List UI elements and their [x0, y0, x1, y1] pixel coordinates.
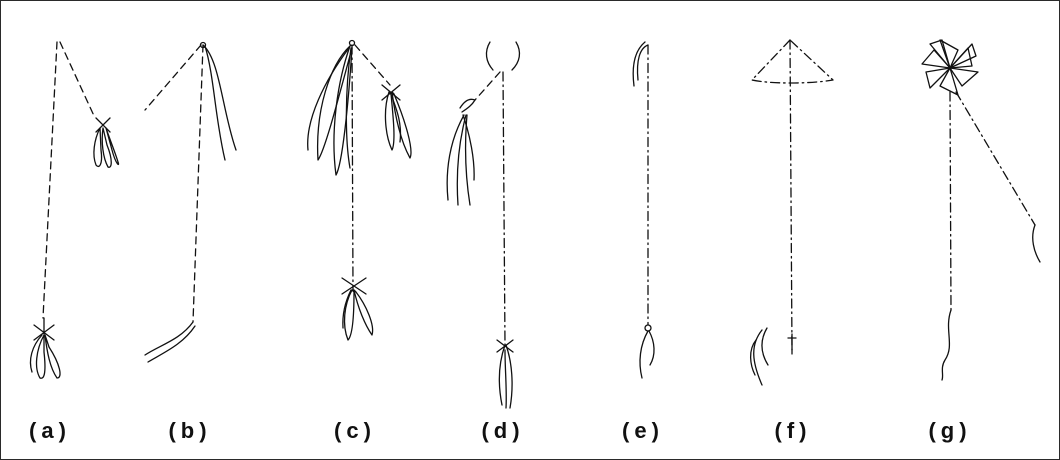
drawing-f-tip — [788, 334, 796, 354]
drawing-g-branch-end — [1033, 225, 1040, 262]
drawing-a-line-branch — [60, 42, 95, 118]
panel-label-d: (d) — [463, 418, 543, 444]
drawing-g-line-main — [950, 92, 951, 310]
panel-label-g: (g) — [910, 418, 990, 444]
drawing-e — [633, 42, 654, 378]
drawing-d-line-main — [503, 72, 505, 345]
drawing-f-canopy — [752, 40, 833, 83]
panel-label-b: (b) — [150, 418, 230, 444]
drawing-c-tassel-lower — [342, 278, 373, 340]
drawing-c-line-main — [352, 45, 353, 290]
drawing-c-tassel-right — [382, 85, 411, 158]
drawing-a-line-main — [43, 42, 57, 318]
drawing-d-arc-left — [486, 42, 493, 70]
drawing-c-plume-upper-left — [308, 46, 352, 175]
drawing-d-line-branch — [475, 72, 500, 100]
drawing-b — [145, 43, 236, 363]
drawing-b-line-left — [145, 45, 201, 110]
drawing-e-tail-1 — [640, 331, 648, 378]
drawing-b-foot-2 — [148, 326, 195, 362]
drawing-d-hook — [460, 99, 475, 112]
drawing-f-tuft-2 — [762, 328, 768, 365]
drawing-e-tail-2 — [649, 331, 654, 365]
drawing-g-pinwheel — [922, 40, 978, 95]
panel-label-f: (f) — [753, 418, 833, 444]
drawing-a-tassel-lower — [30, 318, 60, 378]
drawing-d — [447, 42, 519, 408]
drawing-c-line-branch — [355, 45, 390, 85]
drawing-f — [751, 40, 833, 385]
drawing-g-tail — [942, 310, 951, 380]
drawing-b-strand-2 — [205, 46, 225, 160]
panel-label-c: (c) — [315, 418, 395, 444]
drawing-b-line-main — [193, 45, 203, 322]
drawing-f-line-main — [790, 40, 792, 350]
drawing-g — [922, 40, 1040, 380]
drawing-e-top-strand-1 — [637, 45, 648, 80]
drawing-c — [308, 41, 411, 341]
drawing-g-line-branch — [956, 92, 1035, 225]
drawing-a — [30, 42, 118, 378]
drawing-e-bead — [645, 325, 651, 331]
drawing-a-tassel-upper — [94, 118, 119, 167]
drawing-d-plume — [447, 115, 474, 205]
drawing-d-tassel-lower — [497, 340, 513, 408]
panel-label-a: (a) — [10, 418, 90, 444]
drawing-f-tuft-1 — [754, 330, 762, 385]
panel-label-e: (e) — [603, 418, 683, 444]
drawing-d-arc-right — [512, 42, 519, 70]
